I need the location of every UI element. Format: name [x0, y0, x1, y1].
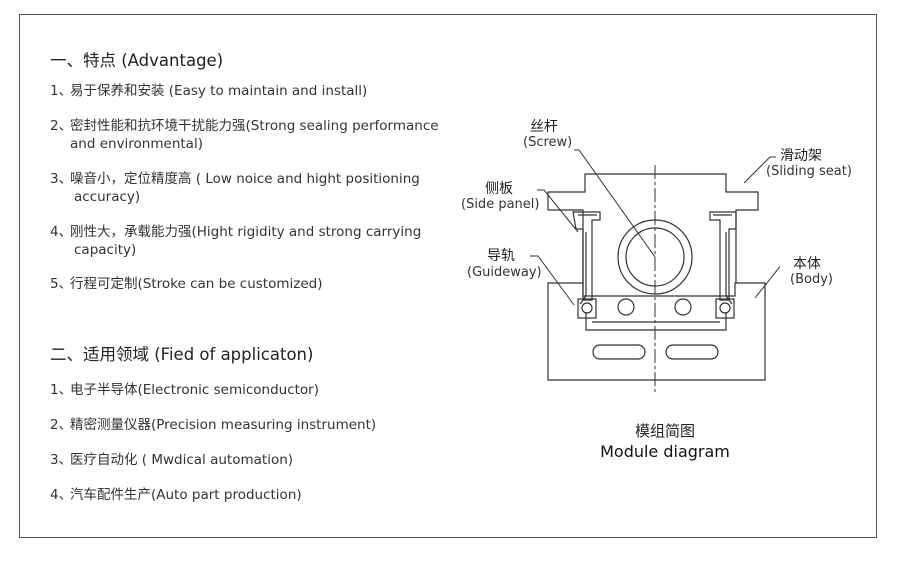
item-number: 4、 [50, 224, 73, 240]
item-text: 密封性能和抗环境干扰能力强(Strong sealing performance [70, 118, 439, 134]
advantage-item-3: 3、噪音小，定位精度高 ( Low noice and hight positi… [50, 170, 450, 206]
left-bearing-block [577, 298, 597, 319]
item-number: 5、 [50, 276, 73, 292]
item-number: 1、 [50, 83, 73, 99]
diagram-caption-en: Module diagram [600, 442, 730, 461]
module-diagram [530, 149, 780, 395]
advantage-item-4: 4、刚性大，承载能力强(Hight rigidity and strong ca… [50, 223, 450, 259]
body-leader [754, 265, 780, 299]
right-guideway [709, 211, 737, 301]
application-item-2: 2、精密测量仪器(Precision measuring instrument) [50, 416, 450, 434]
item-number: 4、 [50, 487, 73, 503]
item-number: 2、 [50, 118, 73, 134]
sliding-seat-label-cn: 滑动架 [780, 148, 822, 164]
application-item-3: 3、医疗自动化 ( Mwdical automation) [50, 451, 450, 469]
screw-label-cn: 丝杆 [530, 119, 558, 135]
sliding-seat-leader [743, 156, 776, 184]
screw-leader [574, 149, 656, 258]
item-text: 刚性大，承载能力强(Hight rigidity and strong carr… [70, 224, 422, 240]
item-number: 3、 [50, 171, 73, 187]
side-panel-label-cn: 侧板 [485, 181, 513, 197]
left-guideway [572, 211, 601, 301]
sliding-seat-label-en: (Sliding seat) [766, 164, 852, 179]
item-text-continued: capacity) [74, 242, 137, 258]
advantage-title: 一、特点 (Advantage) [50, 51, 224, 70]
body-label-en: (Body) [790, 272, 833, 287]
item-text: 汽车配件生产(Auto part production) [70, 487, 302, 503]
item-number: 3、 [50, 452, 73, 468]
diagram-caption-cn: 模组简图 [634, 422, 695, 440]
advantage-item-5: 5、行程可定制(Stroke can be customized) [50, 275, 450, 293]
guideway-leader [530, 255, 575, 306]
side-panel-label-en: (Side panel) [461, 197, 540, 212]
item-text: 行程可定制(Stroke can be customized) [70, 276, 323, 292]
item-text-continued: and environmental) [70, 136, 203, 152]
right-bearing-block [715, 298, 735, 319]
item-number: 1、 [50, 382, 73, 398]
screw-label-en: (Screw) [523, 135, 573, 150]
body-outline [547, 282, 766, 381]
body-label-cn: 本体 [793, 256, 821, 272]
guideway-label-cn: 导轨 [487, 248, 515, 264]
item-number: 2、 [50, 417, 73, 433]
item-text: 易于保养和安装 (Easy to maintain and install) [70, 83, 368, 99]
item-text: 医疗自动化 ( Mwdical automation) [70, 452, 294, 468]
application-item-4: 4、汽车配件生产(Auto part production) [50, 486, 450, 504]
application-title: 二、适用领域 (Fied of applicaton) [50, 345, 314, 364]
item-text: 电子半导体(Electronic semiconductor) [70, 382, 319, 398]
advantage-item-2: 2、密封性能和抗环境干扰能力强(Strong sealing performan… [50, 117, 450, 153]
side-panel [585, 312, 727, 331]
side-panel-leader [537, 189, 579, 233]
advantage-item-1: 1、易于保养和安装 (Easy to maintain and install) [50, 82, 450, 100]
content-frame [19, 14, 877, 538]
application-item-1: 1、电子半导体(Electronic semiconductor) [50, 381, 450, 399]
item-text: 噪音小，定位精度高 ( Low noice and hight position… [70, 171, 420, 187]
guideway-label-en: (Guideway) [467, 265, 542, 280]
item-text: 精密测量仪器(Precision measuring instrument) [70, 417, 377, 433]
item-text-continued: accuracy) [74, 189, 141, 205]
